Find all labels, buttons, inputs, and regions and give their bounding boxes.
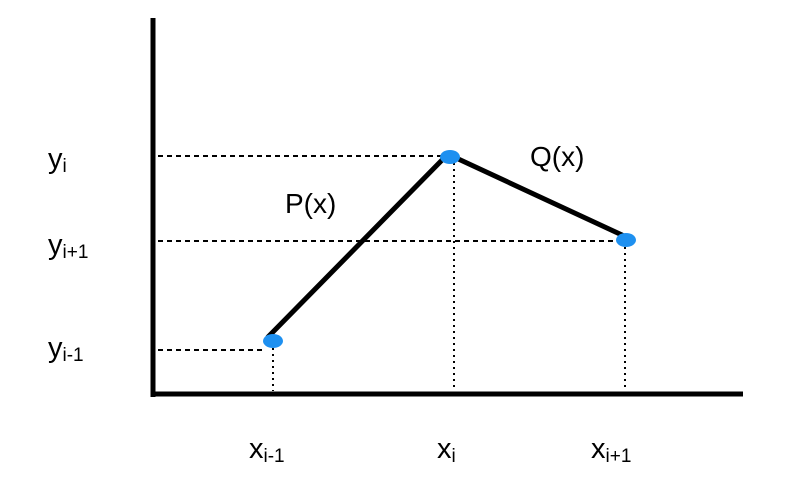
label-x-i-plus-1: xi+1 <box>591 433 631 467</box>
label-y-i-plus-1: yi+1 <box>48 229 88 263</box>
label-x-i: xi <box>437 433 456 467</box>
label-p-of-x: P(x) <box>285 188 336 219</box>
label-q-of-x: Q(x) <box>530 141 584 172</box>
point-i <box>440 150 460 164</box>
segment-q <box>451 154 625 238</box>
label-x-i-minus-1: xi-1 <box>249 433 285 467</box>
label-y-i-minus-1: yi-1 <box>48 332 84 366</box>
label-y-i: yi <box>48 143 67 177</box>
segment-p <box>265 153 449 340</box>
point-i-plus-1 <box>616 233 636 247</box>
point-i-minus-1 <box>263 334 283 348</box>
